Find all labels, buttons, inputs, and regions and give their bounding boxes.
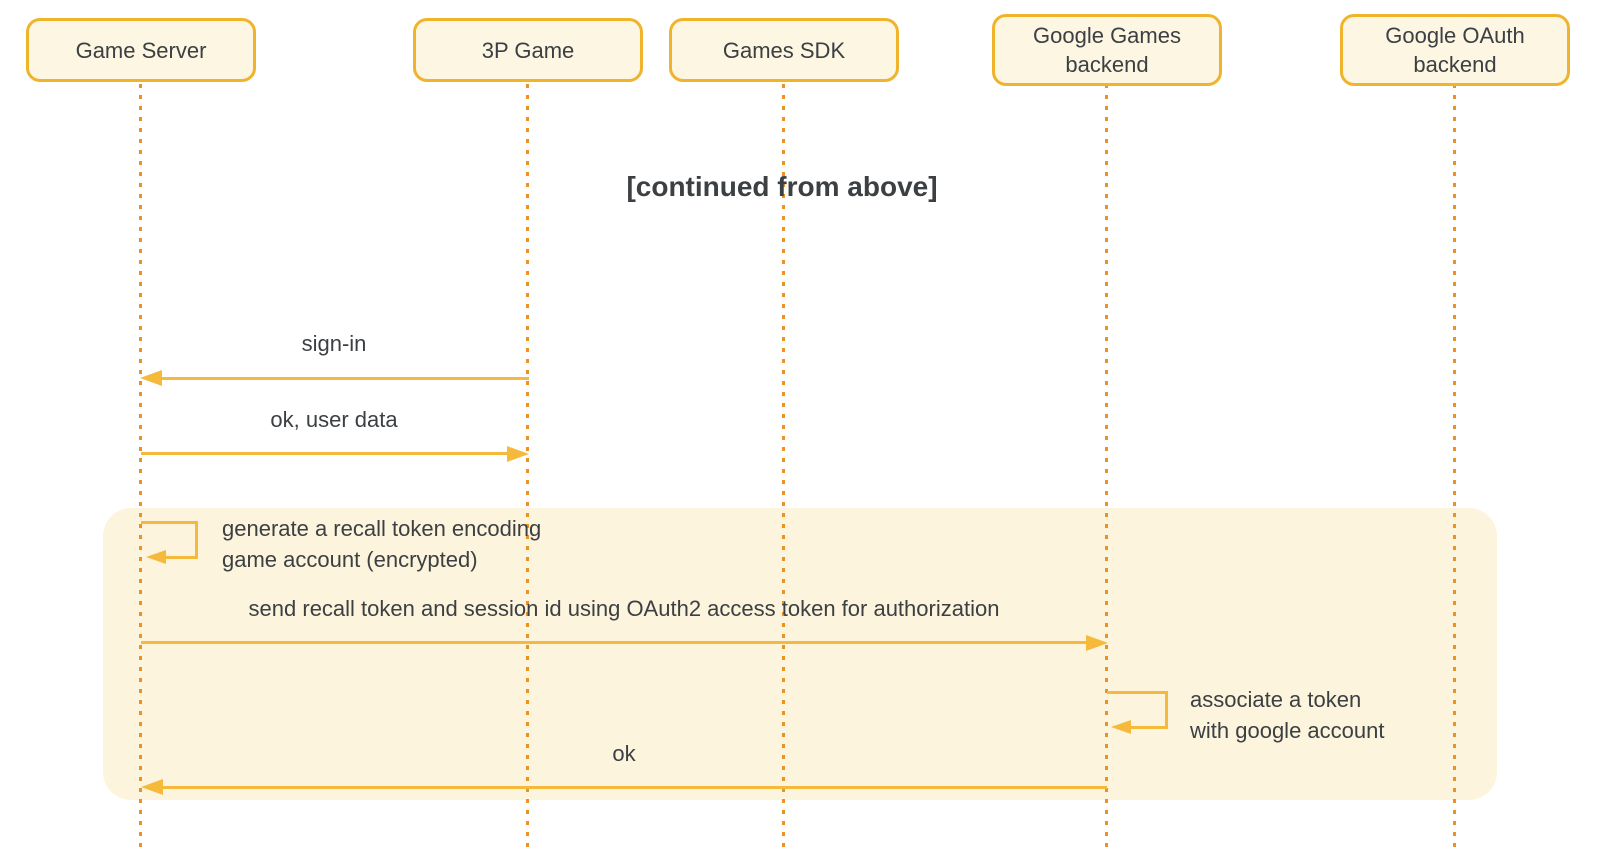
arrowhead-left-icon: [146, 550, 166, 564]
continued-annotation: [continued from above]: [626, 171, 938, 202]
message-arrow-send-recall: [141, 641, 1086, 644]
arrowhead-right-icon: [507, 446, 529, 462]
message-arrow-ok-user-data: [141, 452, 507, 455]
actor-label: backend: [1413, 52, 1497, 77]
self-loop-associate-top: [1107, 691, 1168, 694]
arrowhead-left-icon: [1111, 720, 1131, 734]
actor-game-server: Game Server: [26, 18, 256, 82]
actor-label: Google Games: [1033, 23, 1181, 48]
lifeline-3p-game: [526, 84, 529, 854]
highlight-region: [103, 508, 1497, 800]
lifeline-google-oauth-backend: [1453, 84, 1456, 854]
actor-label: backend: [1065, 52, 1149, 77]
message-label-ok: ok: [612, 741, 636, 766]
arrowhead-right-icon: [1086, 635, 1108, 651]
actor-google-games-backend: Google Games backend: [992, 14, 1222, 86]
message-label-send-recall: send recall token and session id using O…: [248, 596, 1000, 621]
message-arrow-ok: [163, 786, 1107, 789]
message-label-associate-token: associate a token with google account: [1190, 684, 1490, 746]
actor-label: Games SDK: [722, 37, 846, 63]
actor-label: 3P Game: [481, 37, 575, 63]
actor-label: Game Server: [75, 37, 207, 63]
message-line: associate a token: [1190, 687, 1362, 712]
self-loop-associate-bottom: [1130, 726, 1168, 729]
self-loop-generate-bottom: [164, 556, 198, 559]
lifeline-game-server: [139, 84, 142, 854]
lifeline-games-sdk: [782, 84, 785, 854]
message-line: with google account: [1190, 718, 1385, 743]
message-line: generate a recall token encoding: [222, 516, 542, 541]
self-loop-generate-top: [141, 521, 198, 524]
arrowhead-left-icon: [140, 370, 162, 386]
message-label-sign-in: sign-in: [301, 331, 367, 356]
actor-games-sdk: Games SDK: [669, 18, 899, 82]
actor-label: Google OAuth: [1385, 23, 1525, 48]
message-label-ok-user-data: ok, user data: [270, 407, 398, 432]
arrowhead-left-icon: [141, 779, 163, 795]
actor-3p-game: 3P Game: [413, 18, 643, 82]
message-arrow-sign-in: [158, 377, 529, 380]
lifeline-google-games-backend: [1105, 84, 1108, 854]
self-loop-generate-right: [195, 521, 198, 559]
actor-google-oauth-backend: Google OAuth backend: [1340, 14, 1570, 86]
message-line: game account (encrypted): [222, 547, 478, 572]
self-loop-associate-right: [1165, 691, 1168, 729]
message-label-generate-recall: generate a recall token encoding game ac…: [222, 513, 642, 575]
